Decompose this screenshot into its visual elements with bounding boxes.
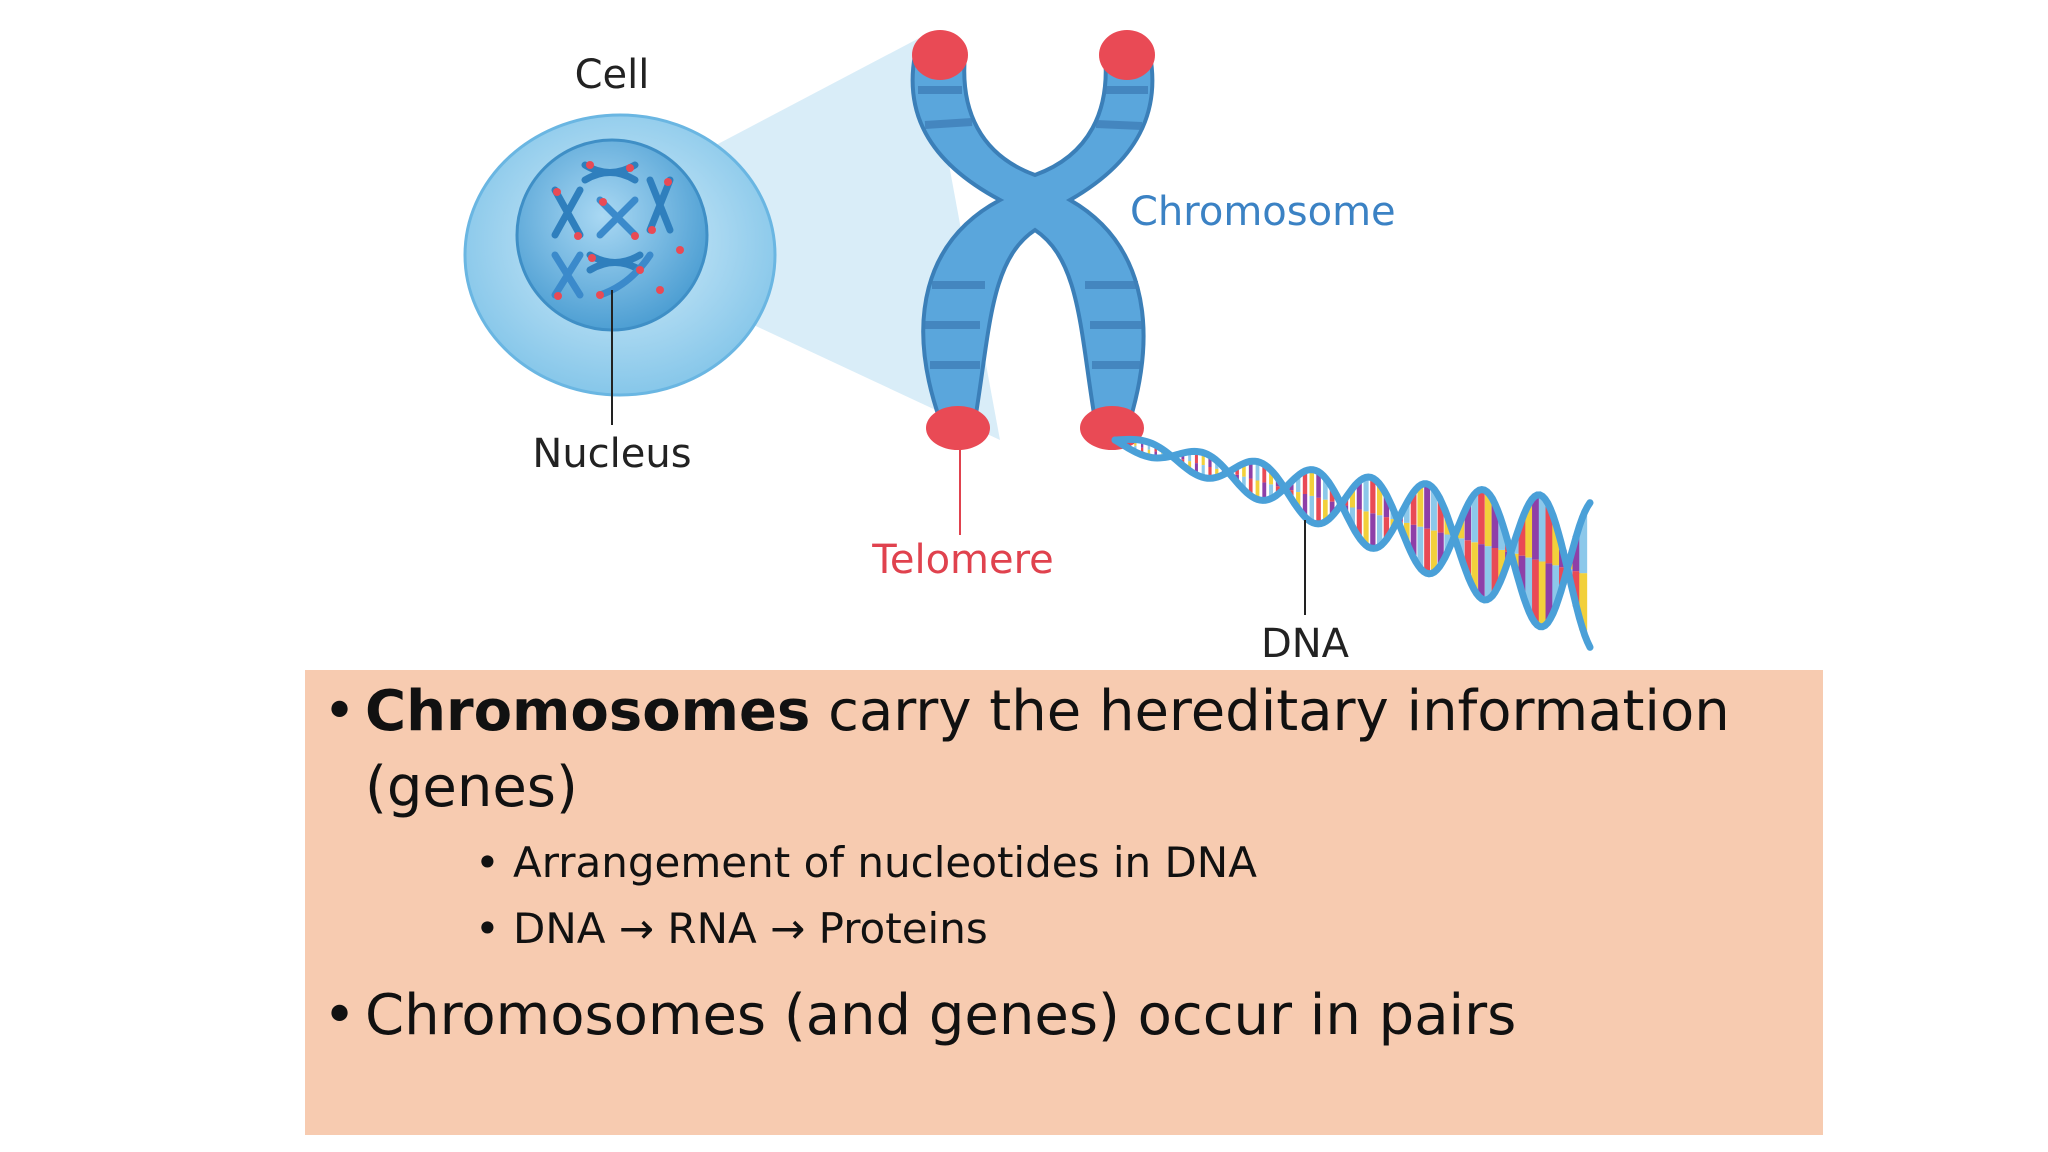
nucleus-dots <box>553 161 684 300</box>
chromosome-shape <box>910 53 1155 422</box>
nucleus-chromosomes <box>551 161 674 299</box>
bullet-chromosomes-carry: • Chromosomes carry the hereditary infor… <box>323 674 1803 826</box>
chromosome-label: Chromosome <box>1130 189 1396 235</box>
bullet-rest: carry the hereditary information (genes) <box>365 679 1730 820</box>
bullet-dot: • <box>323 679 357 744</box>
cell-label: Cell <box>575 52 650 98</box>
subbullet-dna-rna-proteins: • DNA → RNA → Proteins <box>475 896 988 962</box>
bullet-dot: • <box>323 983 357 1048</box>
dna-backbone-strand <box>1111 435 1594 631</box>
chromosome-diagram: Cell Nucleus Chromosome Telomere DNA <box>463 30 1594 667</box>
text-panel: • Chromosomes carry the hereditary infor… <box>305 670 1823 1135</box>
subbullet-arrangement: • Arrangement of nucleotides in DNA <box>475 830 1257 896</box>
bullet-text: Chromosomes (and genes) occur in pairs <box>365 983 1517 1048</box>
subbullet-text: Arrangement of nucleotides in DNA <box>513 838 1257 887</box>
bullet-text: Chromosomes carry the hereditary informa… <box>365 674 1803 826</box>
bullet-occur-in-pairs: • Chromosomes (and genes) occur in pairs <box>323 978 1803 1054</box>
subbullet-dot: • <box>475 904 500 953</box>
zoom-cone <box>640 35 1000 440</box>
subbullet-dot: • <box>475 838 500 887</box>
dna-helix <box>1111 435 1594 651</box>
dna-label: DNA <box>1261 621 1350 667</box>
bullet-bold-term: Chromosomes <box>365 679 811 744</box>
subbullet-text: DNA → RNA → Proteins <box>513 904 988 953</box>
telomere-label: Telomere <box>871 537 1054 583</box>
nucleus-label: Nucleus <box>532 431 691 477</box>
